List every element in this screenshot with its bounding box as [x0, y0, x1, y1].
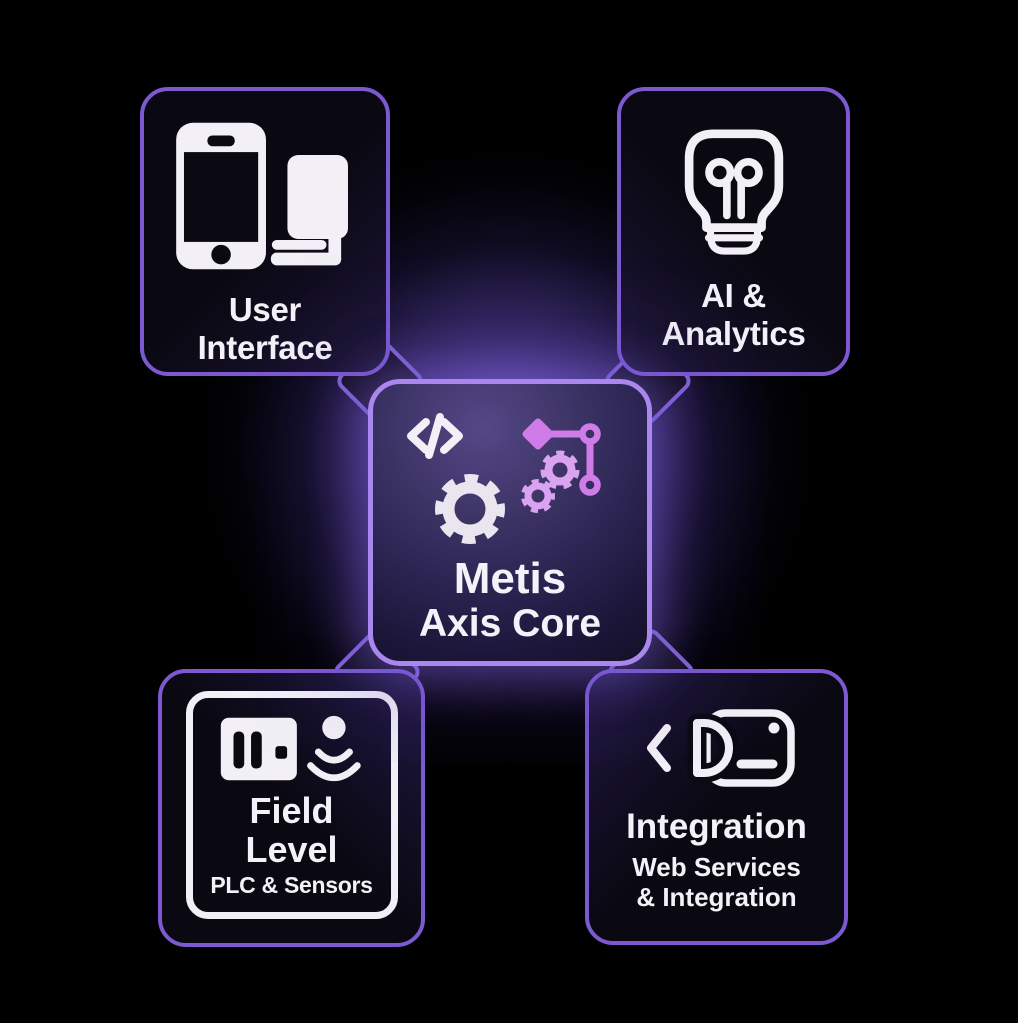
node-label-field-level: Field Level: [245, 790, 338, 870]
gear-icon: [435, 474, 505, 544]
node-label-integration: Integration: [626, 807, 807, 846]
field-level-frame: Field Level PLC & Sensors: [185, 691, 398, 920]
device-code-card-icon: [637, 703, 797, 793]
phone-and-device-icon: [172, 115, 358, 279]
core-icons: [404, 408, 616, 548]
node-field-level: Field Level PLC & Sensors: [158, 669, 425, 947]
node-sublabel-integration: Web Services & Integration: [632, 851, 801, 913]
node-metis-core: Metis Axis Core: [368, 379, 652, 666]
node-sublabel-field-level: PLC & Sensors: [210, 871, 373, 898]
node-user-interface: User Interface: [140, 87, 390, 376]
plc-and-sensor-icon: [217, 710, 367, 788]
node-label-user-interface: User Interface: [197, 291, 333, 366]
node-integration: Integration Web Services & Integration: [585, 669, 848, 945]
node-ai-analytics: AI & Analytics: [617, 87, 850, 376]
pink-gears-icon: [521, 450, 580, 513]
core-title: Metis: [453, 554, 567, 603]
lightbulb-idea-icon: [683, 127, 785, 265]
node-label-ai-analytics: AI & Analytics: [661, 277, 806, 352]
core-subtitle: Axis Core: [418, 602, 602, 646]
code-icon: [407, 413, 463, 459]
